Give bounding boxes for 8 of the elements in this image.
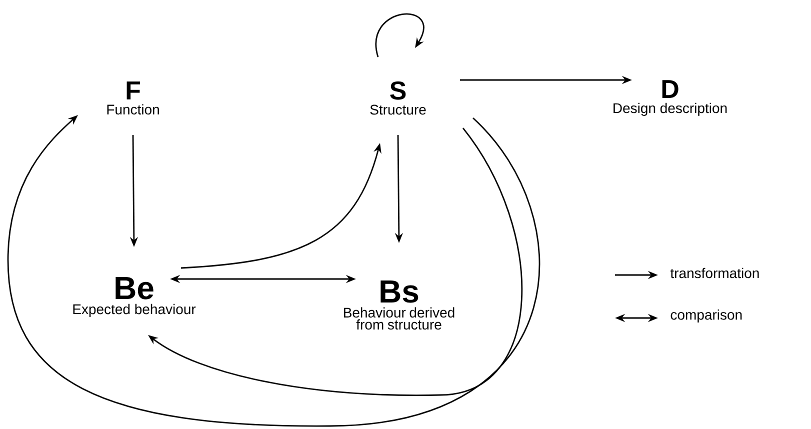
legend-text: comparison <box>670 309 742 323</box>
concept-label: Be Expected behaviour <box>73 277 196 317</box>
arrow <box>375 13 424 58</box>
concept-label: S Structure <box>370 81 426 115</box>
concept-label: F Function <box>107 81 159 115</box>
concept-label: D Design description <box>614 80 727 116</box>
concept-label: Bs Behaviour derived from structure <box>344 280 454 330</box>
legend-text: transformation <box>670 268 759 278</box>
